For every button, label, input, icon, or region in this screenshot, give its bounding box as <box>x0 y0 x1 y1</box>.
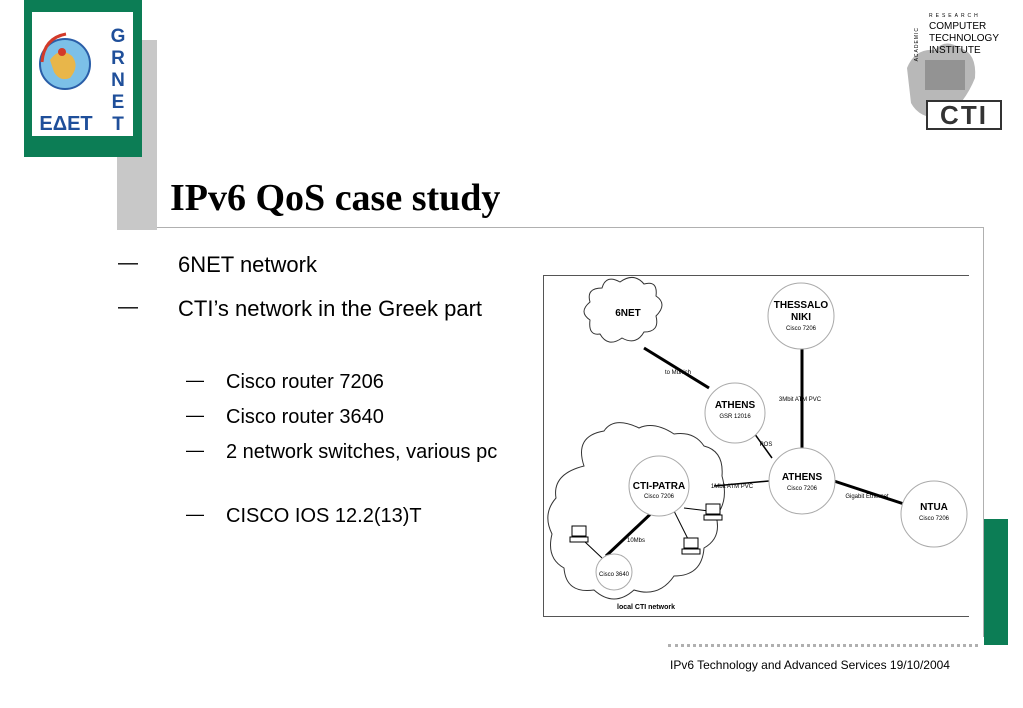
grnet-greek-name: ΕΔΕΤ <box>39 113 92 135</box>
pc-icon <box>569 525 589 543</box>
node-ntua-model: Cisco 7206 <box>919 516 950 522</box>
router-athens-gsr-icon <box>704 382 766 444</box>
cti-wordmark: CTI <box>926 100 1002 130</box>
link-gigabit <box>833 479 905 506</box>
link-label-gigabit: Gigabit Ethernet <box>845 494 889 500</box>
sub-bullet-text: 2 network switches, various pc <box>226 441 498 463</box>
sub-bullet-dash: — <box>186 370 204 390</box>
cti-logo <box>905 8 1010 133</box>
network-diagram: 6NET THESSALO NIKI Cisco 7206 ATHENS GSR… <box>543 275 969 617</box>
decorative-green-bar <box>984 519 1008 645</box>
cti-name: COMPUTER TECHNOLOGY INSTITUTE <box>929 21 999 57</box>
link-label-pos: POS <box>760 442 773 448</box>
sub-bullet-dash: — <box>186 504 204 524</box>
sub-bullet-item: — CISCO IOS 12.2(13)T <box>186 502 526 537</box>
bullet-dash: — <box>118 252 138 274</box>
node-athens-7206-model: Cisco 7206 <box>787 486 818 492</box>
grnet-emblem-icon: G R N E T ΕΔΕΤ <box>39 26 126 135</box>
link-label-atm-1mbit: 1Mbit ATM PVC <box>711 484 754 490</box>
node-cisco3640-label: Cisco 3640 <box>599 572 630 578</box>
node-thessaloniki-model: Cisco 7206 <box>786 326 817 332</box>
header-rule <box>157 227 983 228</box>
grnet-letter: E <box>112 92 125 113</box>
grnet-logo-panel: G R N E T ΕΔΕΤ <box>32 12 133 136</box>
node-thessaloniki-label: NIKI <box>791 312 811 323</box>
cti-academic-label: ACADEMIC <box>914 27 920 62</box>
bullet-text: 6NET network <box>178 252 317 277</box>
cti-name-line: TECHNOLOGY <box>929 33 1000 44</box>
node-cti-patra-model: Cisco 7206 <box>644 494 675 500</box>
link-pc <box>583 540 603 559</box>
router-thessaloniki-icon <box>767 282 835 350</box>
bullet-list: — 6NET network — CTI’s network in the Gr… <box>118 250 528 364</box>
footer-text: IPv6 Technology and Advanced Services 19… <box>670 658 950 672</box>
pc-icon <box>703 503 723 521</box>
router-cisco3640-icon <box>595 553 633 591</box>
link-label-atm-3mbit: 3Mbit ATM PVC <box>779 397 822 403</box>
local-network-label: local CTI network <box>617 604 675 611</box>
node-6net-label: 6NET <box>615 308 641 319</box>
cti-name-line: COMPUTER <box>929 21 987 32</box>
link-pc <box>673 510 690 542</box>
router-athens-7206-icon <box>768 447 836 515</box>
sub-bullet-item: — Cisco router 3640 <box>186 403 526 438</box>
sub-bullet-dash: — <box>186 405 204 425</box>
sub-bullet-text: Cisco router 7206 <box>226 371 384 393</box>
grnet-letter: G <box>111 26 126 47</box>
sub-bullet-dash: — <box>186 440 204 460</box>
cti-name-line: INSTITUTE <box>929 45 981 56</box>
sub-bullet-item: — 2 network switches, various pc <box>186 438 526 502</box>
footer-dotted-rule <box>668 644 978 647</box>
cti-research-label: RESEARCH <box>929 13 981 19</box>
node-athens-gsr-label: ATHENS <box>715 400 756 411</box>
grnet-letter: R <box>111 48 125 69</box>
node-ntua-label: NTUA <box>920 502 948 513</box>
node-thessaloniki-label: THESSALO <box>774 300 829 311</box>
router-ntua-icon <box>900 480 968 548</box>
sixnet-cloud-icon <box>583 277 663 343</box>
bullet-dash: — <box>118 296 138 318</box>
node-cti-patra-label: CTI-PATRA <box>633 481 685 492</box>
sub-bullet-text: Cisco router 3640 <box>226 406 384 428</box>
link-6net-athens <box>643 346 710 390</box>
link-label-10mbs: 10Mbs <box>627 538 645 544</box>
router-cti-patra-icon <box>628 455 690 517</box>
link-atm-1mbit <box>713 480 770 487</box>
network-diagram-canvas: 6NET THESSALO NIKI Cisco 7206 ATHENS GSR… <box>547 277 968 611</box>
link-pc <box>683 507 710 512</box>
right-rule <box>983 227 984 637</box>
cti-building-icon <box>907 43 976 119</box>
sub-bullet-item: — Cisco router 7206 <box>186 368 526 403</box>
sub-bullet-text: CISCO IOS 12.2(13)T <box>226 505 422 527</box>
link-label-munich: to Munich <box>665 370 691 376</box>
grnet-letter: T <box>112 114 124 135</box>
bullet-text: CTI’s network in the Greek part <box>178 296 483 321</box>
bullet-item: — CTI’s network in the Greek part <box>118 294 528 364</box>
local-network-cloud-icon <box>547 422 725 600</box>
bullet-item: — 6NET network <box>118 250 528 294</box>
node-athens-7206-label: ATHENS <box>782 472 823 483</box>
pc-icon <box>681 537 701 555</box>
node-athens-gsr-model: GSR 12016 <box>719 414 751 420</box>
sub-bullet-list: — Cisco router 7206 — Cisco router 3640 … <box>186 368 526 537</box>
grnet-letter: N <box>111 70 125 91</box>
slide-title: IPv6 QoS case study <box>170 177 501 219</box>
